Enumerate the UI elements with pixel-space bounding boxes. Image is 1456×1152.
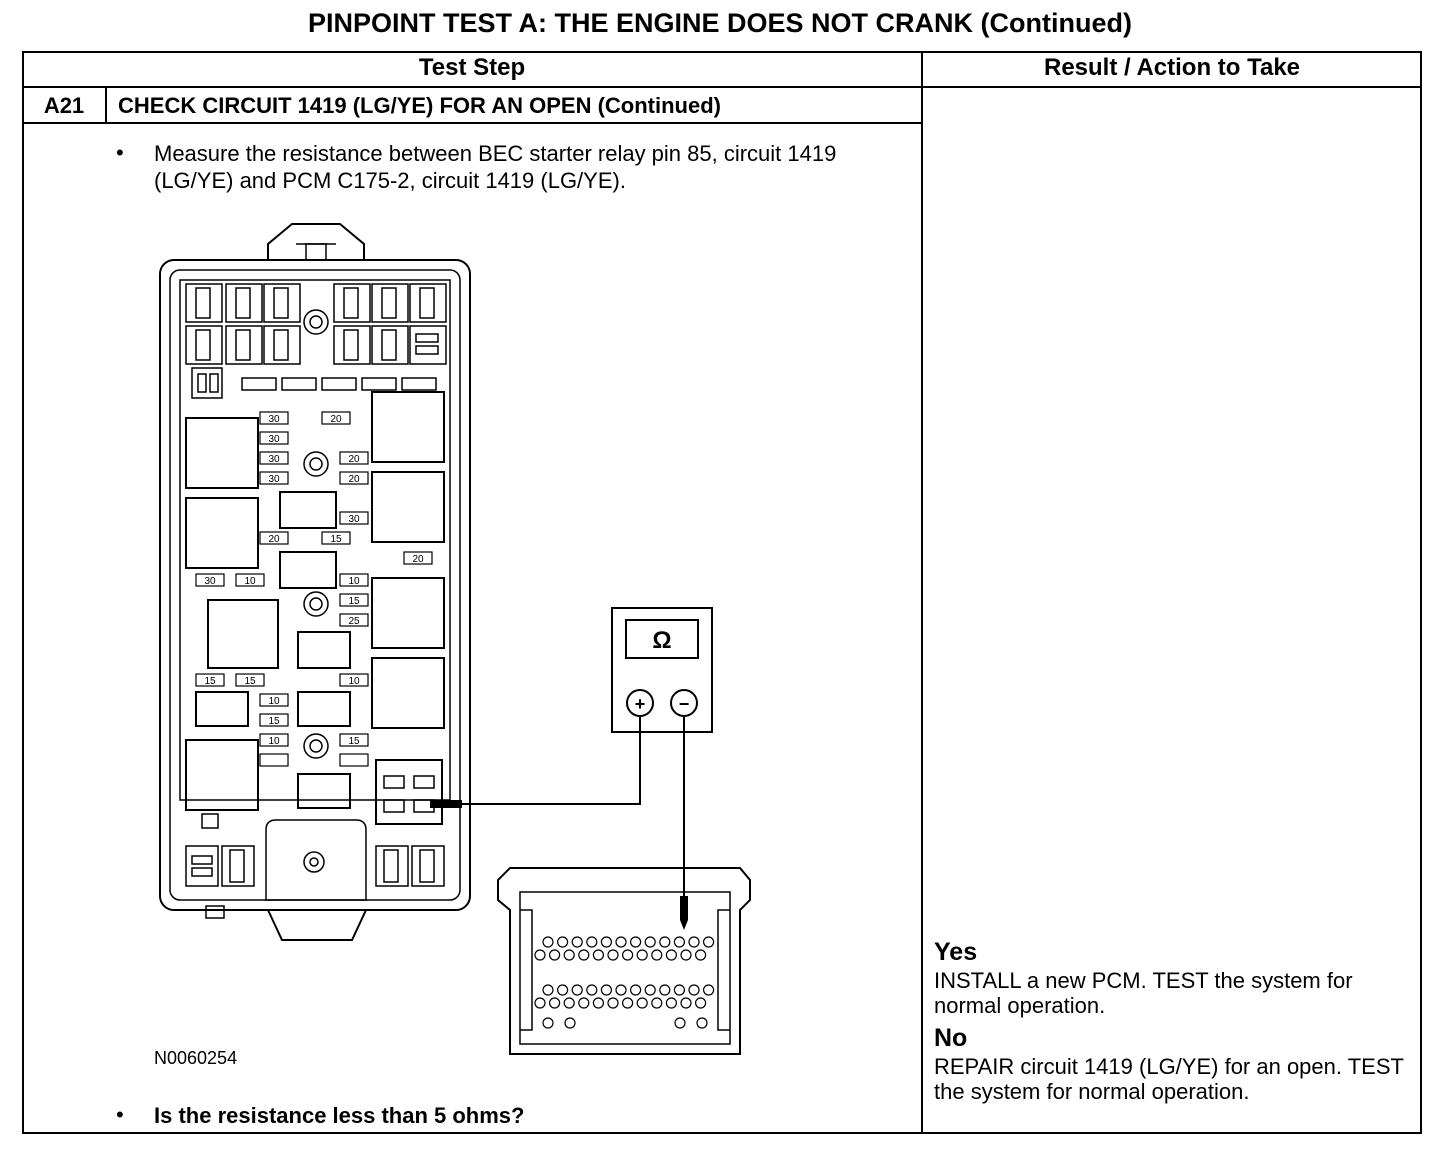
connector-pin bbox=[659, 936, 671, 948]
connector-pin bbox=[586, 984, 598, 996]
page-title: PINPOINT TEST A: THE ENGINE DOES NOT CRA… bbox=[308, 8, 1132, 38]
bullet-marker: • bbox=[116, 140, 124, 165]
step-title: CHECK CIRCUIT 1419 (LG/YE) FOR AN OPEN (… bbox=[118, 93, 721, 118]
connector-pin bbox=[571, 936, 583, 948]
figure-id: N0060254 bbox=[154, 1048, 237, 1068]
fuse-rating-label: 10 bbox=[348, 676, 360, 687]
connector-pin bbox=[702, 936, 715, 948]
header-result: Result / Action to Take bbox=[1043, 54, 1301, 81]
connector-pin bbox=[607, 949, 619, 961]
connector-pin bbox=[621, 997, 634, 1009]
connector-pin bbox=[694, 949, 707, 961]
step-title-divider bbox=[22, 122, 922, 124]
connector-pin bbox=[651, 949, 663, 961]
connector-pin bbox=[636, 997, 648, 1009]
result-yes-label: Yes bbox=[934, 938, 978, 966]
connector-pin bbox=[636, 949, 648, 961]
result-yes-text: INSTALL a new PCM. TEST the system for n… bbox=[934, 968, 1353, 1018]
fuse-rating-label: 10 bbox=[244, 576, 256, 587]
fuse-rating-label: 20 bbox=[330, 414, 342, 425]
fuse-rating-label: 20 bbox=[268, 534, 280, 545]
meter-plus-label: + bbox=[635, 694, 646, 714]
fuse-rating-label: 30 bbox=[204, 576, 216, 587]
fuse-rating-label: 10 bbox=[268, 696, 280, 707]
fuse-rating-label: 15 bbox=[348, 736, 360, 747]
connector-pin bbox=[674, 1017, 686, 1029]
connector-pin bbox=[615, 984, 627, 996]
connector-pin bbox=[673, 984, 686, 996]
fuse-rating-label: 30 bbox=[268, 414, 280, 425]
connector-pin bbox=[556, 936, 569, 948]
connector-pin bbox=[578, 949, 590, 961]
connector-pin bbox=[542, 984, 554, 996]
connector-pin bbox=[702, 984, 715, 996]
question-resistance: Is the resistance less than 5 ohms? bbox=[154, 1103, 525, 1128]
connector-pin bbox=[696, 1017, 708, 1029]
column-divider bbox=[921, 51, 923, 1134]
fuse-rating-label: 15 bbox=[348, 596, 360, 607]
header-divider bbox=[22, 86, 1422, 88]
connector-pin bbox=[673, 936, 686, 948]
connector-pin bbox=[548, 997, 561, 1009]
connector-pin bbox=[548, 949, 561, 961]
connector-pin bbox=[542, 1017, 554, 1029]
connector-pin bbox=[694, 997, 707, 1009]
meter-minus-label: − bbox=[679, 694, 690, 714]
connector-pin bbox=[564, 1017, 576, 1029]
connector-pin bbox=[592, 997, 605, 1009]
connector-pin bbox=[556, 984, 569, 996]
connector-pin bbox=[592, 949, 605, 961]
connector-pin bbox=[651, 997, 663, 1009]
connector-pin bbox=[680, 949, 692, 961]
fuse-rating-label: 20 bbox=[412, 554, 424, 565]
fuse-rating-label: 30 bbox=[268, 454, 280, 465]
connector-pin bbox=[600, 936, 613, 948]
step-id-divider bbox=[105, 88, 107, 124]
connector-pin bbox=[665, 949, 678, 961]
fuse-rating-label: 30 bbox=[268, 434, 280, 445]
fuse-rating-label: 30 bbox=[348, 514, 360, 525]
connector-pin bbox=[563, 949, 575, 961]
header-test-step: Test Step bbox=[418, 54, 526, 81]
fuse-rating-label: 10 bbox=[348, 576, 360, 587]
connector-pin bbox=[644, 984, 656, 996]
fuse-rating-label: 15 bbox=[268, 716, 280, 727]
connector-pin bbox=[680, 997, 692, 1009]
fuse-rating-label: 20 bbox=[348, 454, 360, 465]
bullet-marker: • bbox=[116, 1102, 124, 1127]
connector-pin bbox=[644, 936, 656, 948]
connector-pin bbox=[688, 936, 700, 948]
connector-pin bbox=[586, 936, 598, 948]
connector-pin bbox=[688, 984, 700, 996]
fuse-rating-label: 25 bbox=[348, 616, 360, 627]
connector-pin bbox=[534, 949, 546, 961]
test-table bbox=[22, 51, 1422, 1134]
fuse-rating-label: 20 bbox=[348, 474, 360, 485]
connector-pin bbox=[659, 984, 671, 996]
fuse-rating-label: 15 bbox=[330, 534, 342, 545]
ohm-symbol: Ω bbox=[652, 627, 671, 654]
fuse-rating-label: 15 bbox=[244, 676, 256, 687]
connector-pin bbox=[607, 997, 619, 1009]
connector-pin bbox=[578, 997, 590, 1009]
connector-pin bbox=[629, 936, 642, 948]
result-no-text: REPAIR circuit 1419 (LG/YE) for an open.… bbox=[934, 1054, 1404, 1104]
connector-pin bbox=[665, 997, 678, 1009]
instruction-measure: Measure the resistance between BEC start… bbox=[154, 141, 837, 193]
connector-pin bbox=[600, 984, 613, 996]
connector-pin bbox=[534, 997, 546, 1009]
result-no-label: No bbox=[934, 1024, 968, 1052]
connector-pin bbox=[563, 997, 575, 1009]
connector-pin bbox=[615, 936, 627, 948]
connector-pin bbox=[629, 984, 642, 996]
fuse-rating-label: 30 bbox=[268, 474, 280, 485]
connector-pin bbox=[621, 949, 634, 961]
fuse-rating-label: 10 bbox=[268, 736, 280, 747]
connector-pin bbox=[571, 984, 583, 996]
step-id: A21 bbox=[43, 93, 85, 118]
fuse-rating-label: 15 bbox=[204, 676, 216, 687]
connector-pin bbox=[542, 936, 554, 948]
